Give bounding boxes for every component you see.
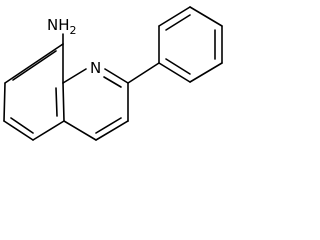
pyridine-ring xyxy=(62,68,129,141)
phenyl-ring xyxy=(158,6,223,83)
ring-nitrogen-label: N xyxy=(90,59,101,77)
bond-ph2-ph3 xyxy=(158,6,191,27)
double-bond-c8-c7 xyxy=(12,50,57,81)
chemical-structure-diagram: NH2 N xyxy=(3,6,223,141)
double-bond-c3-c4 xyxy=(95,117,122,134)
amine-label: NH2 xyxy=(47,16,77,37)
double-bond-ph6-ph1 xyxy=(165,58,191,75)
bond-c4a-c5 xyxy=(32,120,65,141)
double-bond-c8a-c4a xyxy=(55,87,58,117)
bond-c2-phenyl xyxy=(127,62,160,84)
bond-c4-c4a xyxy=(63,120,97,141)
double-bond-c6-c5 xyxy=(10,117,34,134)
bond-c5-c6 xyxy=(3,120,34,141)
bond-c6-c7 xyxy=(3,82,6,122)
bond-ph5-ph6 xyxy=(189,62,223,83)
bond-c7-c8 xyxy=(4,43,64,84)
bond-ph6-ph1 xyxy=(158,62,191,83)
double-bond-n1-c2 xyxy=(103,76,122,88)
benzo-ring xyxy=(3,43,65,141)
bond-c3-c4 xyxy=(95,120,129,141)
bond-ph3-ph4 xyxy=(189,6,223,27)
bond-c8a-c4a xyxy=(62,82,65,122)
double-bond-ph2-ph3 xyxy=(165,14,191,31)
bond-c8a-n1 xyxy=(62,68,87,84)
bond-n1-c2 xyxy=(104,68,129,84)
